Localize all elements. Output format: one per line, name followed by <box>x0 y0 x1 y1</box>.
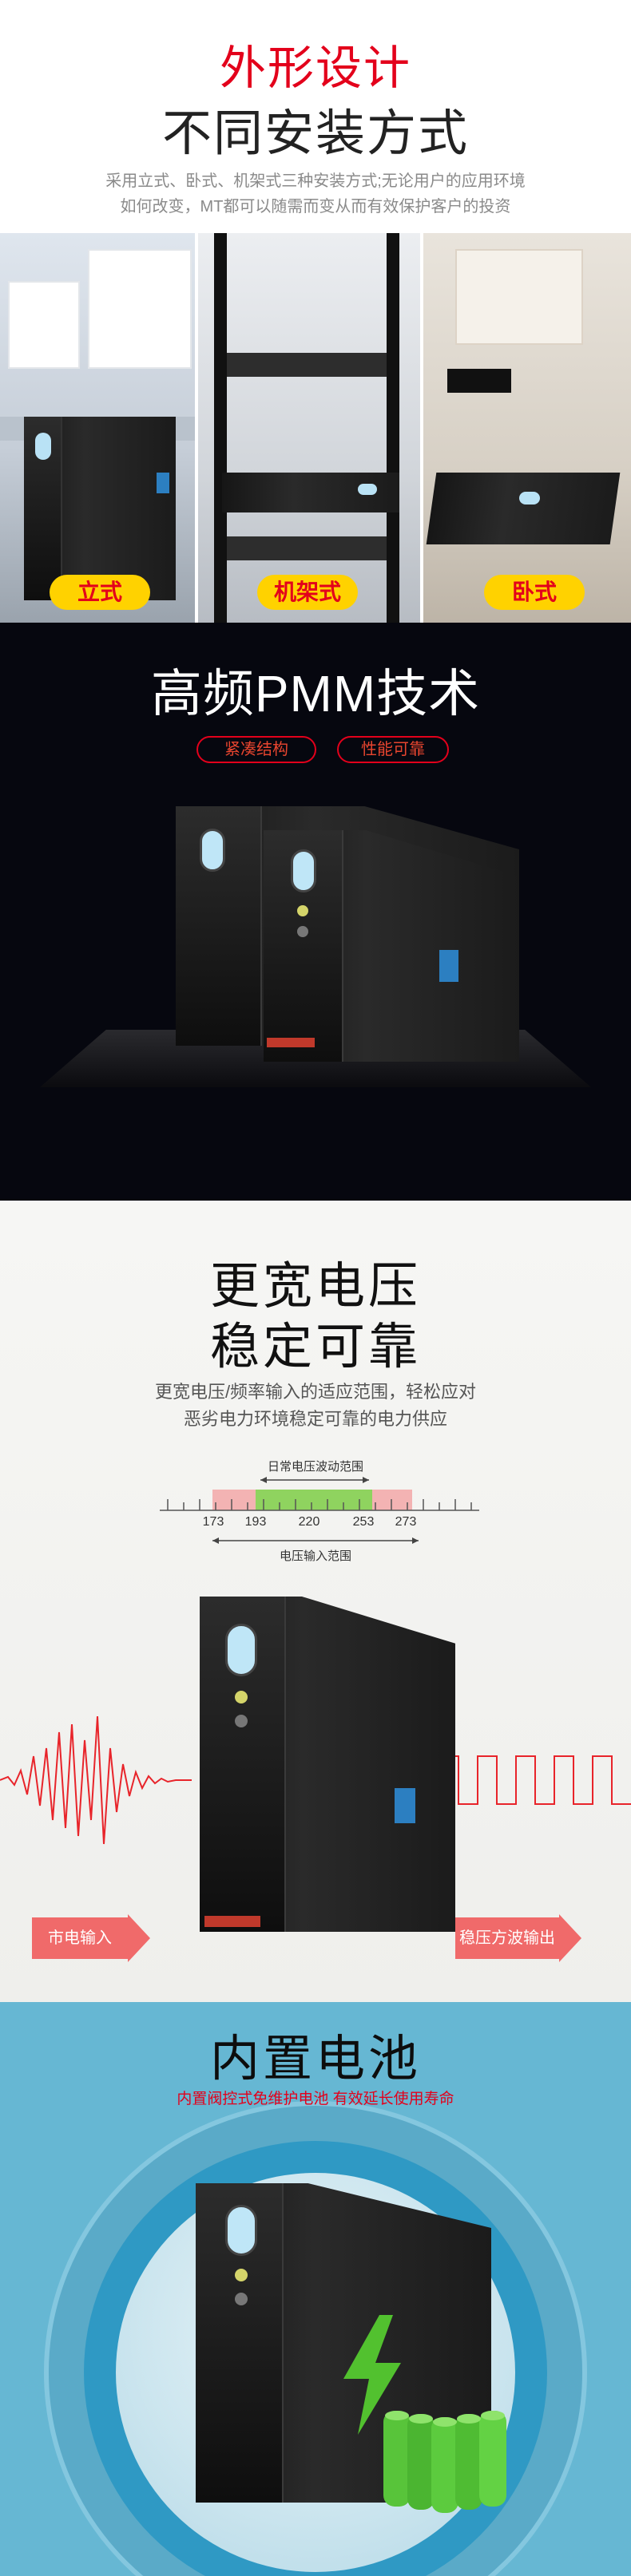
panel-divider <box>420 233 423 623</box>
power-button-icon <box>225 2205 257 2256</box>
battery-pack-icon <box>383 2411 506 2513</box>
power-button-icon <box>225 1624 257 1676</box>
status-led-icon <box>235 1691 248 1703</box>
window-frame <box>455 249 583 345</box>
input-range-label: 电压输入范围 <box>279 1549 351 1563</box>
status-led-icon <box>235 2293 248 2305</box>
brand-plate <box>267 1038 315 1047</box>
stabilized-output-wave <box>431 1755 631 1805</box>
power-button-icon <box>35 433 51 460</box>
tick-273: 273 <box>395 1515 417 1529</box>
tick-193: 193 <box>244 1515 267 1529</box>
photo-rack-install <box>198 233 420 623</box>
input-range-bracket <box>212 1537 419 1544</box>
daily-fluctuation-label: 日常电压波动范围 <box>267 1460 363 1474</box>
section1-description-line1: 采用立式、卧式、机架式三种安装方式;无论用户的应用环境 <box>105 172 526 190</box>
rack-shelf <box>227 353 387 377</box>
rack-shelf <box>227 536 387 560</box>
office-shelf <box>88 249 192 369</box>
feature-pill-reliable: 性能可靠 <box>337 736 449 763</box>
tick-220: 220 <box>298 1515 320 1529</box>
section3-description-line2: 恶劣电力环境稳定可靠的电力供应 <box>183 1409 447 1429</box>
stabilized-output-label: 稳压方波输出 <box>455 1917 559 1959</box>
tick-253: 253 <box>352 1515 375 1529</box>
power-button-icon <box>200 829 225 872</box>
brand-plate <box>204 1916 260 1927</box>
horizontal-ups-unit <box>426 473 621 544</box>
tick-173: 173 <box>202 1515 224 1529</box>
voltage-scale <box>160 1477 479 1511</box>
section2-title: 高频PMM技术 <box>150 665 481 722</box>
section3-title-line2: 稳定可靠 <box>209 1320 421 1375</box>
section1-title-black: 不同安装方式 <box>161 106 469 161</box>
section4-title: 内置电池 <box>209 2032 421 2087</box>
section3-description-line1: 更宽电压/频率输入的适应范围，轻松应对 <box>154 1382 477 1402</box>
section3-title-line1: 更宽电压 <box>209 1259 421 1314</box>
rack-rail-right <box>387 233 399 623</box>
power-button-icon <box>358 484 377 495</box>
mains-input-wave <box>0 1715 192 1845</box>
lightning-bolt-icon <box>343 2315 401 2435</box>
small-device <box>447 369 511 393</box>
photo-horizontal-install <box>423 233 631 623</box>
section1-description-line2: 如何改变，MT都可以随需而变从而有效保护客户的投资 <box>120 198 511 216</box>
rack-rail-left <box>214 233 227 623</box>
badge-tower: 立式 <box>50 575 150 610</box>
office-window <box>8 281 80 369</box>
badge-rack: 机架式 <box>257 575 358 610</box>
panel-divider <box>195 233 198 623</box>
status-led-icon <box>235 1715 248 1727</box>
mains-input-label: 市电输入 <box>32 1917 128 1959</box>
info-sticker <box>395 1788 415 1823</box>
info-sticker <box>157 473 169 493</box>
section1-title-red: 外形设计 <box>219 42 411 94</box>
status-led-icon <box>297 905 308 916</box>
arrow-right-icon <box>128 1914 150 1962</box>
badge-horizontal: 卧式 <box>484 575 585 610</box>
status-led-icon <box>235 2269 248 2281</box>
info-sticker <box>439 950 458 982</box>
section4-subtitle: 内置阀控式免维护电池 有效延长使用寿命 <box>177 2091 454 2107</box>
power-button-icon <box>519 492 540 505</box>
power-button-icon <box>291 849 316 892</box>
photo-tower-install <box>0 233 195 623</box>
feature-pill-compact: 紧凑结构 <box>196 736 316 763</box>
arrow-right-icon <box>559 1914 581 1962</box>
status-led-icon <box>297 926 308 937</box>
